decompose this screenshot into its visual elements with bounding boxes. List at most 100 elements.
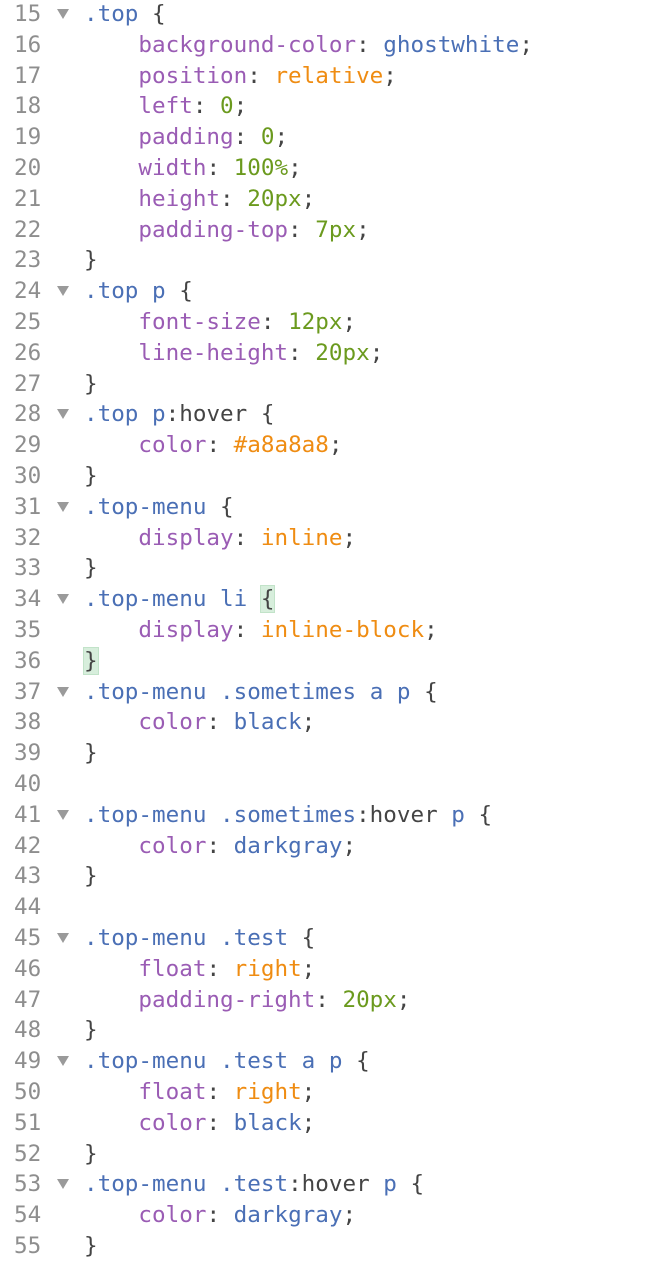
code-line[interactable]: 44 (0, 892, 656, 923)
code-line[interactable]: 42 color: darkgray; (0, 831, 656, 862)
code-line[interactable]: 36} (0, 646, 656, 677)
code-token: p (152, 278, 166, 305)
line-number: 35 (14, 617, 42, 643)
line-number: 38 (14, 709, 42, 736)
triangle-down-icon[interactable] (57, 1179, 69, 1190)
code-token: .top-menu (84, 586, 207, 613)
code-line[interactable]: 28.top p:hover { (0, 399, 656, 430)
code-text: left: 0; (84, 91, 247, 122)
code-line[interactable]: 21 height: 20px; (0, 184, 656, 215)
code-line[interactable]: 52} (0, 1139, 656, 1170)
code-line[interactable]: 41.top-menu .sometimes:hover p { (0, 800, 656, 831)
code-line[interactable]: 39} (0, 738, 656, 769)
code-line[interactable]: 43} (0, 861, 656, 892)
code-token: color (84, 432, 207, 459)
code-token: :hover { (165, 401, 275, 428)
triangle-down-icon[interactable] (57, 501, 69, 512)
code-token: p (328, 1048, 343, 1075)
line-number: 21 (14, 185, 42, 212)
code-token: { (206, 493, 234, 520)
code-token: .test (220, 925, 289, 951)
line-number: 40 (14, 771, 42, 797)
code-line[interactable]: 23} (0, 245, 656, 276)
code-line[interactable]: 49.top-menu .test a p { (0, 1046, 656, 1077)
code-token: { (464, 801, 493, 828)
code-token (247, 586, 261, 612)
code-text: .top-menu .test:hover p { (84, 1169, 424, 1200)
code-token: 20px (247, 185, 302, 212)
triangle-down-icon[interactable] (57, 286, 69, 297)
code-line[interactable]: 33} (0, 553, 656, 584)
code-line[interactable]: 51 color: black; (0, 1108, 656, 1139)
code-token: :hover (356, 801, 452, 828)
code-line[interactable]: 24.top p { (0, 276, 656, 307)
triangle-down-icon[interactable] (57, 809, 69, 820)
code-line[interactable]: 15.top { (0, 0, 656, 30)
code-line[interactable]: 37.top-menu .sometimes a p { (0, 677, 656, 708)
code-line[interactable]: 29 color: #a8a8a8; (0, 430, 656, 461)
code-text: .top-menu li { (84, 584, 276, 615)
code-token: : (288, 216, 316, 243)
triangle-down-icon[interactable] (57, 409, 69, 420)
code-line[interactable]: 40 (0, 769, 656, 800)
code-line[interactable]: 54 color: darkgray; (0, 1200, 656, 1231)
code-token: .top (84, 1, 139, 27)
code-text: color: darkgray; (84, 1200, 356, 1231)
line-number: 20 (14, 155, 42, 181)
triangle-down-icon[interactable] (57, 9, 69, 19)
code-token: } (84, 555, 98, 582)
code-token: 7px (315, 216, 357, 243)
code-line[interactable]: 18 left: 0; (0, 91, 656, 122)
code-line[interactable]: 31.top-menu { (0, 492, 656, 523)
code-token: : (206, 432, 234, 459)
code-line[interactable]: 47 padding-right: 20px; (0, 985, 656, 1016)
line-number: 47 (14, 986, 42, 1013)
code-line[interactable]: 19 padding: 0; (0, 122, 656, 153)
line-number: 31 (14, 493, 42, 520)
code-token: ; (301, 709, 316, 736)
code-token: ; (233, 93, 248, 120)
code-token: 0 (220, 93, 234, 120)
triangle-down-icon[interactable] (57, 686, 69, 697)
line-number: 27 (14, 370, 42, 397)
code-token: position (84, 62, 248, 89)
code-line[interactable]: 45.top-menu .test { (0, 923, 656, 954)
code-text: color: black; (84, 707, 315, 738)
line-number: 37 (14, 678, 42, 705)
code-token: float (84, 955, 207, 982)
code-line[interactable]: 25 font-size: 12px; (0, 307, 656, 338)
code-line[interactable]: 17 position: relative; (0, 61, 656, 92)
code-token: : (192, 93, 221, 120)
code-line[interactable]: 38 color: black; (0, 707, 656, 738)
code-token: line-height (84, 339, 289, 366)
triangle-down-icon[interactable] (57, 594, 69, 605)
triangle-down-icon[interactable] (57, 1056, 69, 1067)
code-line[interactable]: 30} (0, 461, 656, 492)
triangle-down-icon[interactable] (57, 933, 69, 943)
line-number: 15 (14, 1, 42, 27)
code-token: .test (220, 1048, 289, 1075)
line-number: 49 (14, 1048, 42, 1075)
code-line[interactable]: 32 display: inline; (0, 523, 656, 554)
code-line[interactable]: 27} (0, 369, 656, 400)
code-token: ; (369, 339, 384, 366)
code-token: #a8a8a8 (233, 432, 329, 459)
code-line[interactable]: 34.top-menu li { (0, 584, 656, 615)
code-line[interactable]: 48} (0, 1015, 656, 1046)
line-number: 32 (14, 524, 42, 551)
code-line[interactable]: 16 background-color: ghostwhite; (0, 30, 656, 61)
code-token: black (233, 709, 302, 736)
code-text: color: black; (84, 1108, 315, 1139)
code-line[interactable]: 22 padding-top: 7px; (0, 215, 656, 246)
code-line[interactable]: 26 line-height: 20px; (0, 338, 656, 369)
line-number: 54 (14, 1202, 42, 1229)
line-number: 51 (14, 1109, 42, 1136)
code-text: width: 100%; (84, 153, 301, 184)
code-line[interactable]: 55} (0, 1231, 656, 1262)
code-line[interactable]: 35 display: inline-block; (0, 615, 656, 646)
code-line[interactable]: 46 float: right; (0, 954, 656, 985)
code-line[interactable]: 53.top-menu .test:hover p { (0, 1169, 656, 1200)
code-line[interactable]: 50 float: right; (0, 1077, 656, 1108)
code-line[interactable]: 20 width: 100%; (0, 153, 656, 184)
